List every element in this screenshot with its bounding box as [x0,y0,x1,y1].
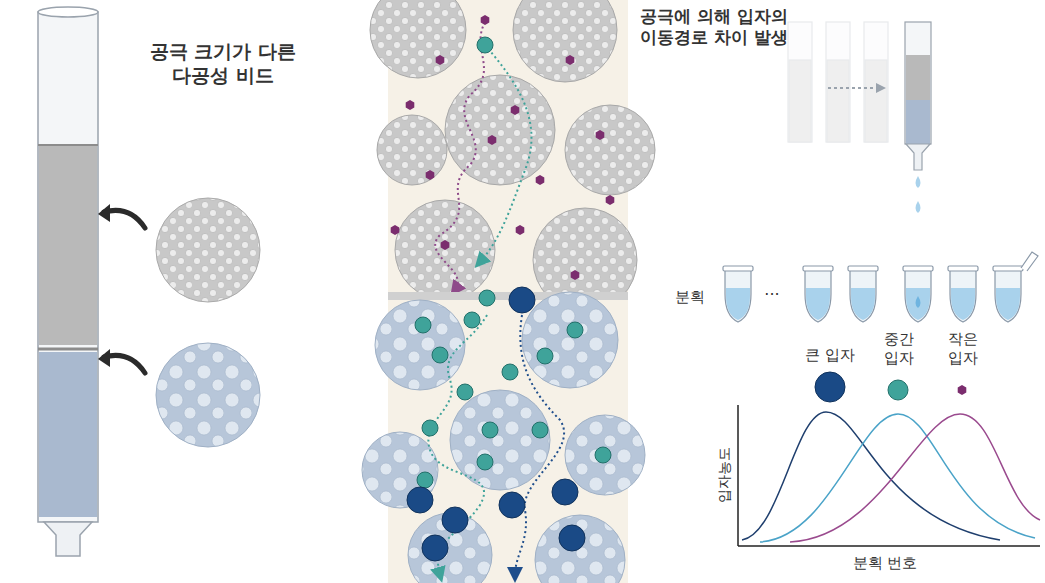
fraction-label: 분획 [668,288,712,307]
bead-caption: 공극 크기가 다른 다공성 비드 [148,40,298,88]
ellipsis: ... [752,280,792,300]
medium-particle-label: 중간 입자 [876,330,922,368]
large-particle-label: 큰 입자 [795,346,865,365]
small-particle-label: 작은 입자 [940,330,986,368]
axis-title: 입자농도 [716,430,734,520]
path-caption: 공극에 의해 입자의 이동경로 차이 발생 [640,6,790,49]
axis-title: 분획 번호 [835,554,935,573]
